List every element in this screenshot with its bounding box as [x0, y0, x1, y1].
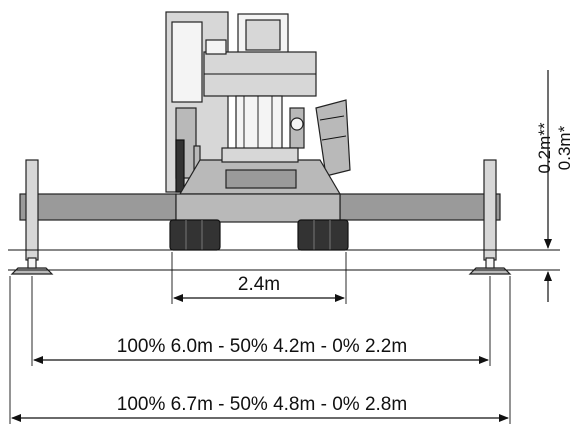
dimension-outrigger-inner: 100% 6.0m - 50% 4.2m - 0% 2.2m: [31, 276, 491, 366]
cab-window: [171, 21, 203, 103]
beam-bracket-left: [205, 39, 227, 55]
outrigger-pad-left: [10, 267, 54, 275]
arm-line-a: [319, 115, 345, 121]
valve-knob: [290, 117, 304, 131]
dimension-outrigger-outer: 100% 6.7m - 50% 4.8m - 0% 2.8m: [9, 276, 511, 424]
outrigger-beam-left: [19, 193, 177, 221]
outrigger-outer-label: 100% 6.7m - 50% 4.8m - 0% 2.8m: [117, 394, 407, 415]
outrigger-leg-left: [25, 159, 39, 261]
outrigger-leg-right: [483, 159, 497, 261]
wheel-left: [169, 219, 221, 251]
outrigger-inner-label: 100% 6.0m - 50% 4.2m - 0% 2.2m: [117, 336, 407, 357]
mast-column: [235, 95, 283, 155]
clearance-dimension: 0.2m** 0.3m*: [535, 70, 574, 302]
wheel-right: [297, 219, 349, 251]
turret-ring: [221, 147, 299, 163]
arm-line-b: [321, 135, 347, 141]
turret-plate: [225, 169, 297, 189]
pad-stem-right: [485, 257, 495, 269]
chassis-center: [175, 193, 341, 223]
chassis: [10, 159, 512, 275]
clearance-label-upper: 0.2m**: [535, 122, 554, 173]
strut-left-a: [175, 139, 185, 193]
track-label: 2.4m: [238, 274, 280, 295]
clearance-label-lower: 0.3m*: [555, 125, 574, 170]
outrigger-beam-right: [339, 193, 501, 221]
pad-stem-left: [27, 257, 37, 269]
boom-head-inner: [245, 19, 281, 51]
machine-upper-structure: [165, 11, 351, 195]
dimension-inner-track: 2.4m: [171, 252, 347, 304]
outrigger-pad-right: [468, 267, 512, 275]
